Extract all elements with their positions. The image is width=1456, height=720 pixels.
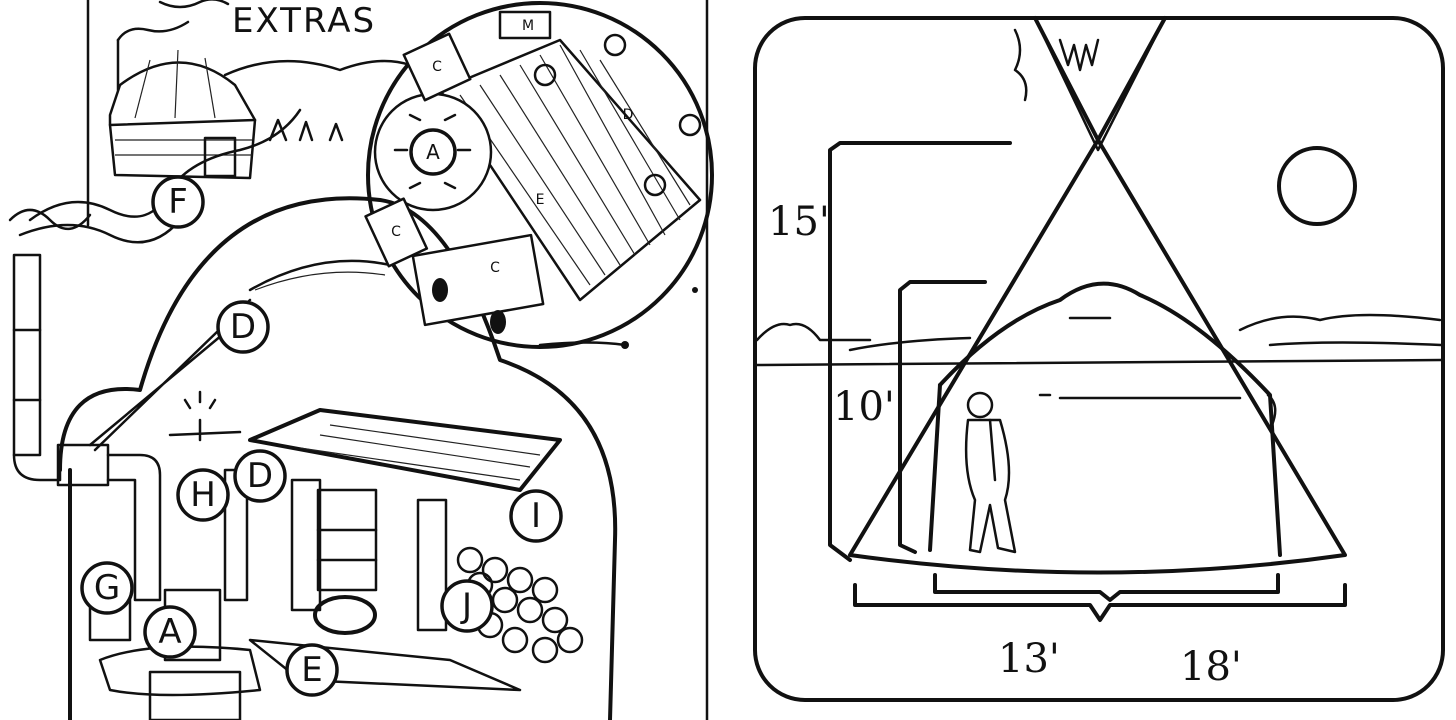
firewood-pile	[456, 546, 584, 664]
dim-10ft: 10'	[833, 384, 895, 430]
svg-text:D: D	[230, 307, 256, 347]
river-path-2	[18, 218, 182, 244]
sun-icon	[1277, 146, 1357, 226]
inner-cabinet	[316, 488, 378, 592]
label-d-front: D	[233, 449, 287, 503]
svg-text:J: J	[460, 586, 472, 626]
chest	[148, 670, 242, 720]
inset-label-d: D	[623, 107, 634, 123]
svg-text:I: I	[531, 496, 541, 536]
post-1	[290, 478, 322, 612]
right-frame	[753, 16, 1445, 702]
svg-text:E: E	[301, 650, 322, 690]
inset-plan-view: A C C C D E M	[364, 1, 714, 349]
dim-13ft: 13'	[998, 636, 1060, 682]
tipi-drawing	[848, 16, 1347, 575]
label-h: H	[176, 468, 230, 522]
title-extras: EXTRAS	[232, 1, 376, 41]
svg-text:D: D	[247, 456, 273, 496]
left-panel: EXTRAS	[8, 0, 714, 720]
hill-left	[755, 322, 872, 342]
roof-slab	[248, 408, 562, 492]
dim-18ft: 18'	[1180, 644, 1242, 690]
inset-label-m: M	[522, 18, 534, 34]
label-d-top: D	[216, 300, 270, 354]
floor-pit	[313, 595, 377, 635]
stovepipe	[8, 208, 162, 602]
candle-icon	[168, 390, 242, 442]
bracket-18ft	[853, 583, 1347, 622]
person-figure	[964, 391, 1017, 554]
mound-outline	[58, 196, 618, 720]
label-g: G	[80, 561, 134, 615]
horizon-left	[848, 336, 972, 352]
label-i: I	[509, 489, 563, 543]
sod-top-hatch	[254, 271, 386, 291]
inset-label-a: A	[426, 140, 440, 164]
floor	[248, 638, 522, 692]
inset-label-c2: C	[391, 224, 401, 240]
inset-label-c3: C	[490, 260, 500, 276]
yurt-drawing	[108, 20, 257, 180]
hill-right	[1238, 313, 1442, 332]
right-panel: 15' 10' 13' 18'	[753, 16, 1445, 702]
hills-line	[223, 59, 412, 77]
svg-text:F: F	[168, 182, 188, 222]
post-2	[416, 498, 448, 632]
label-j: J	[440, 579, 494, 633]
inset-label-e: E	[536, 192, 545, 208]
dim-15ft: 15'	[768, 199, 830, 245]
horizon-right	[1268, 341, 1443, 347]
svg-text:G: G	[94, 568, 120, 608]
yurt-drawing-right	[928, 281, 1282, 557]
inset-label-c1: C	[432, 59, 442, 75]
bracket-15ft	[828, 141, 1012, 562]
title-flourish	[158, 0, 230, 9]
svg-text:A: A	[158, 612, 181, 652]
sod-top	[248, 259, 392, 292]
svg-text:H: H	[190, 475, 216, 515]
ground-line	[755, 358, 1443, 367]
bench	[98, 645, 262, 697]
label-e: E	[285, 643, 339, 697]
trees	[268, 118, 344, 142]
bracket-13ft	[933, 573, 1280, 602]
label-a: A	[143, 605, 197, 659]
label-f: F	[151, 175, 205, 229]
bracket-10ft	[898, 280, 987, 554]
